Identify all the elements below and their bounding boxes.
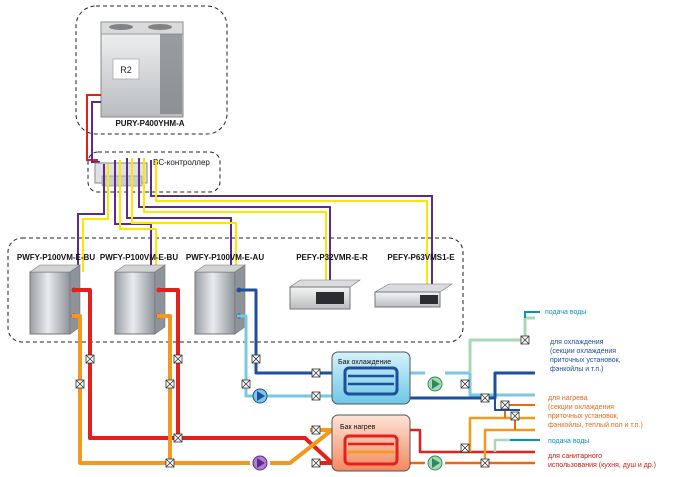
- valve-icon: [500, 400, 510, 410]
- indoor-unit-4-label: PEFY-P32VMR-E-R: [296, 253, 368, 262]
- notes-sanitary: подача воды для санитарного использовани…: [548, 438, 656, 469]
- water-supply-top-label: подача воды: [545, 309, 586, 316]
- valve-icon: [173, 433, 183, 443]
- ducted-unit-1: [289, 279, 361, 310]
- valve-icon: [311, 458, 321, 468]
- valve-icon: [480, 393, 490, 403]
- valve-icon: [165, 458, 175, 468]
- outdoor-unit-model: PURY-P400YHM-A: [115, 119, 184, 128]
- indoor-unit-3-label: PWFY-P100VM-E-AU: [186, 253, 264, 262]
- water-supply-bottom-label: подача воды: [548, 438, 589, 445]
- valve-icon: [165, 379, 175, 389]
- valve-icons: [75, 335, 530, 468]
- pump-icon: [427, 455, 443, 471]
- cooling-note-3: приточных установок,: [550, 357, 621, 364]
- indoor-unit-5-label: PEFY-P63VMS1-E: [387, 253, 455, 262]
- pump-icon: [252, 388, 268, 404]
- notes-heating: для нагрева (секции охлаждения приточных…: [548, 395, 643, 429]
- outdoor-unit: R2: [100, 21, 184, 118]
- ducted-unit-2: [373, 283, 453, 308]
- water-supply-pipe-top: [524, 311, 540, 318]
- heating-tank: [331, 414, 411, 472]
- bc-controller-frame: [87, 151, 221, 193]
- valve-icon: [173, 354, 183, 364]
- valve-icon: [311, 425, 321, 435]
- pump-icon: [252, 455, 268, 471]
- heating-note-1: для нагрева: [548, 395, 588, 402]
- cooling-tank: [331, 351, 411, 405]
- valve-icon: [75, 379, 85, 389]
- cooling-note-4: фэнкойлы и т.п.): [550, 365, 604, 373]
- outdoor-unit-frame: [75, 5, 228, 135]
- hydro-unit-1: [29, 264, 81, 335]
- refrigerant-pipes-main: [86, 94, 101, 163]
- cooling-note-1: для охлаждения: [550, 339, 604, 346]
- valve-icon: [311, 391, 321, 401]
- valve-icon: [85, 354, 95, 364]
- hydro-unit-3: [194, 264, 246, 335]
- indoor-unit-1-label: PWFY-P100VM-E-BU: [17, 253, 95, 262]
- heating-tank-label: Бак нагрев: [340, 424, 376, 431]
- cooling-note-2: (секции охлаждения: [550, 348, 616, 355]
- valve-icon: [460, 379, 470, 389]
- refrigerant-branches: [77, 158, 433, 290]
- bc-controller-label: BC-контроллер: [153, 158, 210, 167]
- heating-note-4: фэнкойлы, теплый пол и т.п.): [548, 421, 643, 429]
- valve-icon: [311, 368, 321, 378]
- hydro-unit-2: [114, 264, 166, 335]
- valve-icon: [241, 379, 251, 389]
- sanitary-note-2: использования (кухня, душ и др.): [548, 462, 656, 469]
- sanitary-note-1: для санитарного: [548, 453, 602, 460]
- valve-icon: [251, 354, 261, 364]
- notes-cooling: подача воды для охлаждения (секции охлаж…: [545, 309, 621, 373]
- valve-icon: [520, 335, 530, 345]
- valve-icon: [510, 411, 520, 421]
- valve-icon: [480, 458, 490, 468]
- heating-note-2: (секции охлаждения: [548, 404, 614, 411]
- valve-icon: [460, 443, 470, 453]
- indoor-unit-2-label: PWFY-P100VM-E-BU: [100, 253, 178, 262]
- pump-icon: [427, 376, 443, 392]
- cooling-tank-label: Бак охлаждение: [338, 359, 391, 366]
- outdoor-unit-badge: R2: [120, 65, 132, 75]
- heating-note-3: приточных установок,: [548, 413, 619, 420]
